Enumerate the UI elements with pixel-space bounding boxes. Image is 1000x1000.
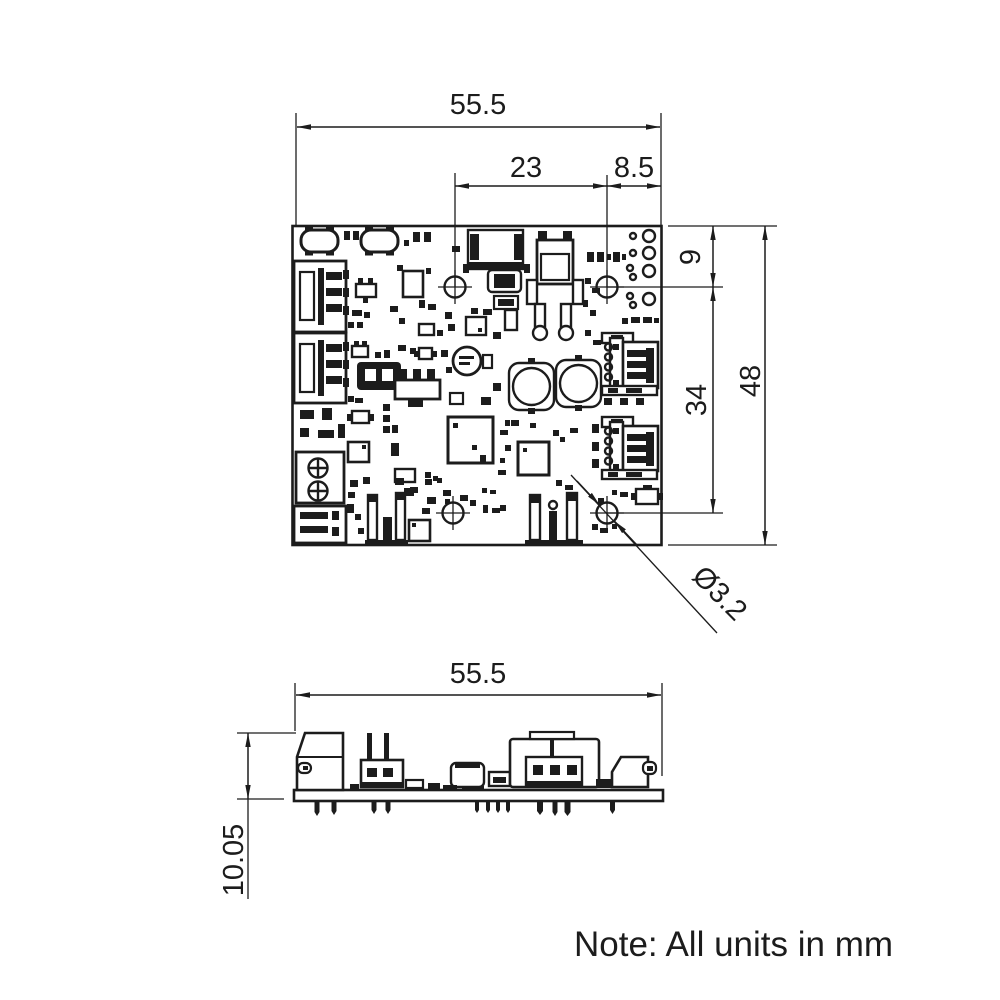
bottom-connector-1	[365, 491, 408, 546]
qfp-ic-2	[516, 440, 551, 477]
capacitor-2	[554, 355, 603, 411]
crystal-2	[359, 226, 400, 256]
dim-side-height-label: 10.05	[218, 824, 250, 897]
dim-side-width-label: 55.5	[450, 658, 506, 690]
pcb-components-top	[292, 226, 663, 546]
right-connector-1	[600, 331, 660, 397]
small-passives-upper	[348, 265, 443, 403]
via-grid	[625, 228, 657, 310]
side-2pin-header	[359, 733, 405, 789]
side-right-connector	[610, 755, 658, 789]
jumper-block	[357, 362, 401, 390]
dim-top-to-hole-y-label: 9	[675, 249, 707, 265]
bottom-connector-2	[525, 491, 583, 546]
dim-edge-to-hole-x-label: 8.5	[614, 152, 654, 184]
side-connector-2	[292, 331, 349, 405]
side-connector-1	[292, 259, 349, 334]
capacitor-1	[507, 358, 556, 414]
side-large-connector	[508, 730, 601, 789]
dim-top-width-label: 55.5	[450, 89, 506, 121]
ic-with-dot-1	[346, 440, 371, 464]
side-pins	[314, 801, 615, 816]
ic-with-dot-3	[407, 518, 432, 543]
top-view: 55.5 23 8.5 9 34 48 Ø3.2	[291, 89, 777, 634]
right-connector-2	[600, 415, 660, 481]
sot223-regulator	[393, 369, 442, 407]
side-view: 55.5 10.05	[218, 658, 665, 899]
screw-terminal	[294, 450, 346, 505]
top-connector	[463, 228, 530, 273]
smd-cap-1	[486, 268, 523, 294]
dim-hole-span-y-label: 34	[681, 384, 713, 416]
pcb-side-board	[292, 788, 665, 803]
side-barrel-component	[449, 761, 486, 789]
to220-regulator	[525, 231, 585, 342]
ic-with-dot-2	[464, 315, 488, 337]
inductor	[451, 345, 494, 377]
dimensions-side-view: 55.5 10.05	[218, 658, 663, 899]
side-connector-3	[292, 504, 348, 545]
side-left-connector	[295, 731, 345, 792]
mounting-hole-bottom-left	[436, 496, 470, 530]
smd-switch	[631, 485, 663, 506]
pcb-components-side	[295, 730, 658, 816]
units-note: Note: All units in mm	[574, 925, 893, 964]
dim-height-label: 48	[735, 365, 767, 397]
crystal-1	[299, 226, 340, 256]
qfp-ic-1	[446, 415, 495, 465]
dim-hole-span-x-label: 23	[510, 152, 542, 184]
